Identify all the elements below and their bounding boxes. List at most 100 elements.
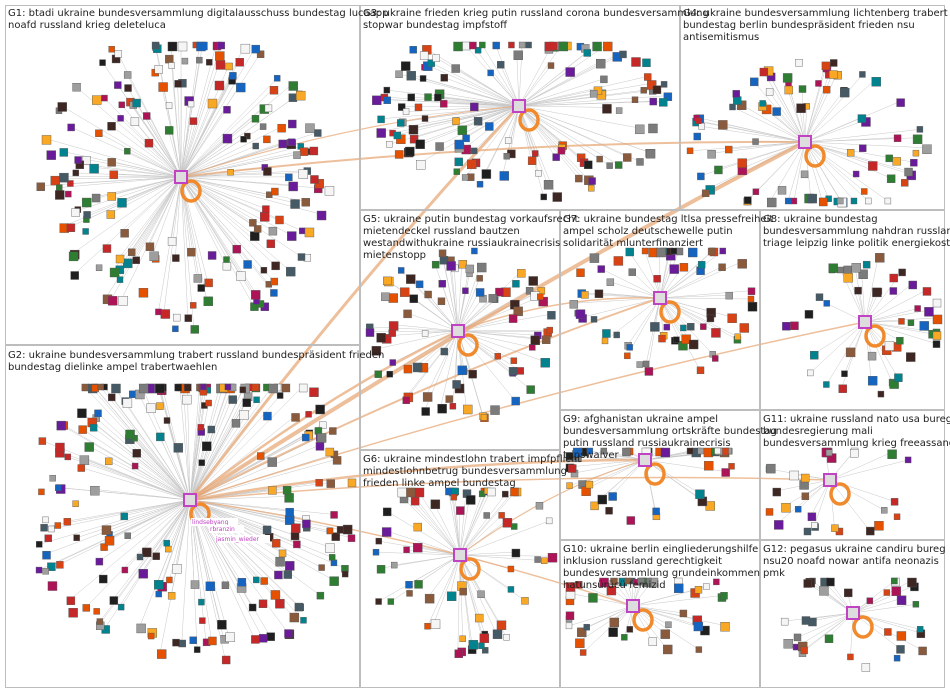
node-avatar[interactable] [681,334,691,344]
node-avatar[interactable] [547,62,555,69]
node-avatar[interactable] [733,96,742,105]
node-avatar[interactable] [490,405,500,415]
node-avatar[interactable] [325,543,335,553]
node-avatar[interactable] [405,581,413,589]
node-avatar[interactable] [765,508,774,516]
node-avatar[interactable] [198,459,205,466]
node-avatar[interactable] [403,364,413,374]
node-avatar[interactable] [626,344,633,351]
node-avatar[interactable] [46,150,56,160]
node-avatar[interactable] [590,316,598,323]
node-avatar[interactable] [347,534,356,542]
node-avatar[interactable] [104,536,115,546]
node-avatar[interactable] [196,41,206,52]
node-avatar[interactable] [383,276,392,286]
node-avatar[interactable] [315,479,323,487]
node-avatar[interactable] [801,492,810,500]
node-avatar[interactable] [397,103,406,111]
node-avatar[interactable] [239,410,249,420]
node-avatar[interactable] [626,516,636,525]
node-avatar[interactable] [841,370,848,377]
node-avatar[interactable] [132,449,142,458]
node-avatar[interactable] [453,41,463,52]
node-avatar[interactable] [172,254,180,262]
node-avatar[interactable] [450,493,458,501]
node-avatar[interactable] [422,392,433,402]
node-avatar[interactable] [535,501,544,510]
node-avatar[interactable] [601,337,609,345]
node-avatar[interactable] [430,499,441,509]
node-avatar[interactable] [614,161,623,169]
node-avatar[interactable] [470,102,479,112]
node-avatar[interactable] [372,549,380,556]
node-avatar[interactable] [221,581,230,589]
node-avatar[interactable] [829,59,838,67]
node-avatar[interactable] [388,321,399,331]
node-avatar[interactable] [642,58,651,68]
node-avatar[interactable] [850,449,859,458]
node-avatar[interactable] [707,247,716,256]
node-avatar[interactable] [714,165,723,175]
node-avatar[interactable] [783,639,793,649]
node-avatar[interactable] [108,393,116,402]
node-avatar[interactable] [260,212,270,222]
node-avatar[interactable] [225,632,235,642]
node-avatar[interactable] [637,577,645,586]
node-avatar[interactable] [652,507,660,516]
node-avatar[interactable] [89,163,99,174]
node-avatar[interactable] [588,177,596,185]
node-avatar[interactable] [124,84,132,92]
node-avatar[interactable] [796,103,806,113]
node-avatar[interactable] [414,103,423,112]
node-avatar[interactable] [732,90,740,98]
node-avatar[interactable] [163,539,170,547]
node-avatar[interactable] [512,280,520,288]
node-avatar[interactable] [636,361,643,368]
node-avatar[interactable] [288,119,297,129]
node-avatar[interactable] [269,85,279,95]
node-avatar[interactable] [249,219,257,227]
node-avatar[interactable] [810,351,819,360]
node-avatar[interactable] [184,383,192,392]
node-avatar[interactable] [253,225,262,233]
node-avatar[interactable] [93,608,100,615]
node-avatar[interactable] [268,383,278,394]
node-avatar[interactable] [156,649,167,659]
node-avatar[interactable] [789,470,799,481]
node-avatar[interactable] [72,83,81,92]
node-avatar[interactable] [547,552,558,563]
node-avatar[interactable] [117,198,127,208]
node-avatar[interactable] [492,629,503,639]
node-avatar[interactable] [214,80,225,91]
node-avatar[interactable] [299,227,306,235]
node-avatar[interactable] [896,631,907,641]
node-avatar[interactable] [267,457,277,467]
node-avatar[interactable] [301,433,310,442]
node-avatar[interactable] [583,49,591,57]
node-avatar[interactable] [646,80,657,90]
node-avatar[interactable] [590,501,599,511]
node-avatar[interactable] [316,433,327,443]
node-avatar[interactable] [215,51,225,61]
node-avatar[interactable] [466,495,476,505]
node-avatar[interactable] [887,449,897,459]
node-avatar[interactable] [222,133,233,144]
node-avatar[interactable] [499,171,510,181]
node-avatar[interactable] [278,139,287,149]
node-avatar[interactable] [56,561,64,569]
node-avatar[interactable] [77,464,86,472]
node-avatar[interactable] [285,561,295,571]
node-avatar[interactable] [35,566,43,574]
node-avatar[interactable] [295,90,306,101]
node-avatar[interactable] [318,564,325,571]
node-avatar[interactable] [707,150,716,159]
node-avatar[interactable] [163,417,171,424]
node-avatar[interactable] [109,170,118,179]
node-avatar[interactable] [507,586,515,593]
node-avatar[interactable] [383,86,391,94]
node-avatar[interactable] [772,107,781,116]
node-avatar[interactable] [375,537,383,545]
node-avatar[interactable] [504,137,512,144]
node-avatar[interactable] [284,493,294,503]
node-avatar[interactable] [798,85,807,93]
